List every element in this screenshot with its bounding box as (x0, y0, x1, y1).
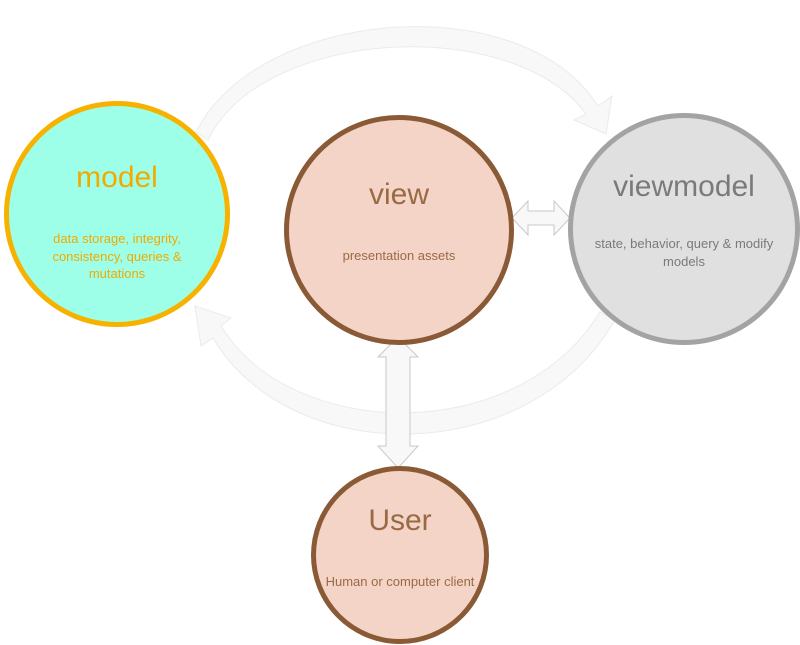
model-node: model data storage, integrity, consisten… (4, 101, 230, 327)
viewmodel-description: state, behavior, query & modify models (594, 236, 774, 269)
view-viewmodel-double-arrow (511, 199, 571, 237)
model-title: model (76, 161, 158, 194)
user-title: User (368, 504, 432, 537)
viewmodel-node: viewmodel state, behavior, query & modif… (568, 113, 800, 345)
view-node: view presentation assets (284, 115, 514, 345)
view-title: view (368, 178, 429, 211)
user-description: Human or computer client (325, 574, 475, 589)
view-description: presentation assets (342, 248, 456, 263)
view-user-double-arrow (376, 336, 420, 469)
viewmodel-title: viewmodel (613, 170, 755, 203)
user-node: User Human or computer client (311, 466, 489, 644)
cycle-arrow-bottom (194, 305, 616, 435)
cycle-arrow-top (195, 26, 613, 141)
model-description: data storage, integrity, consistency, qu… (52, 231, 182, 282)
